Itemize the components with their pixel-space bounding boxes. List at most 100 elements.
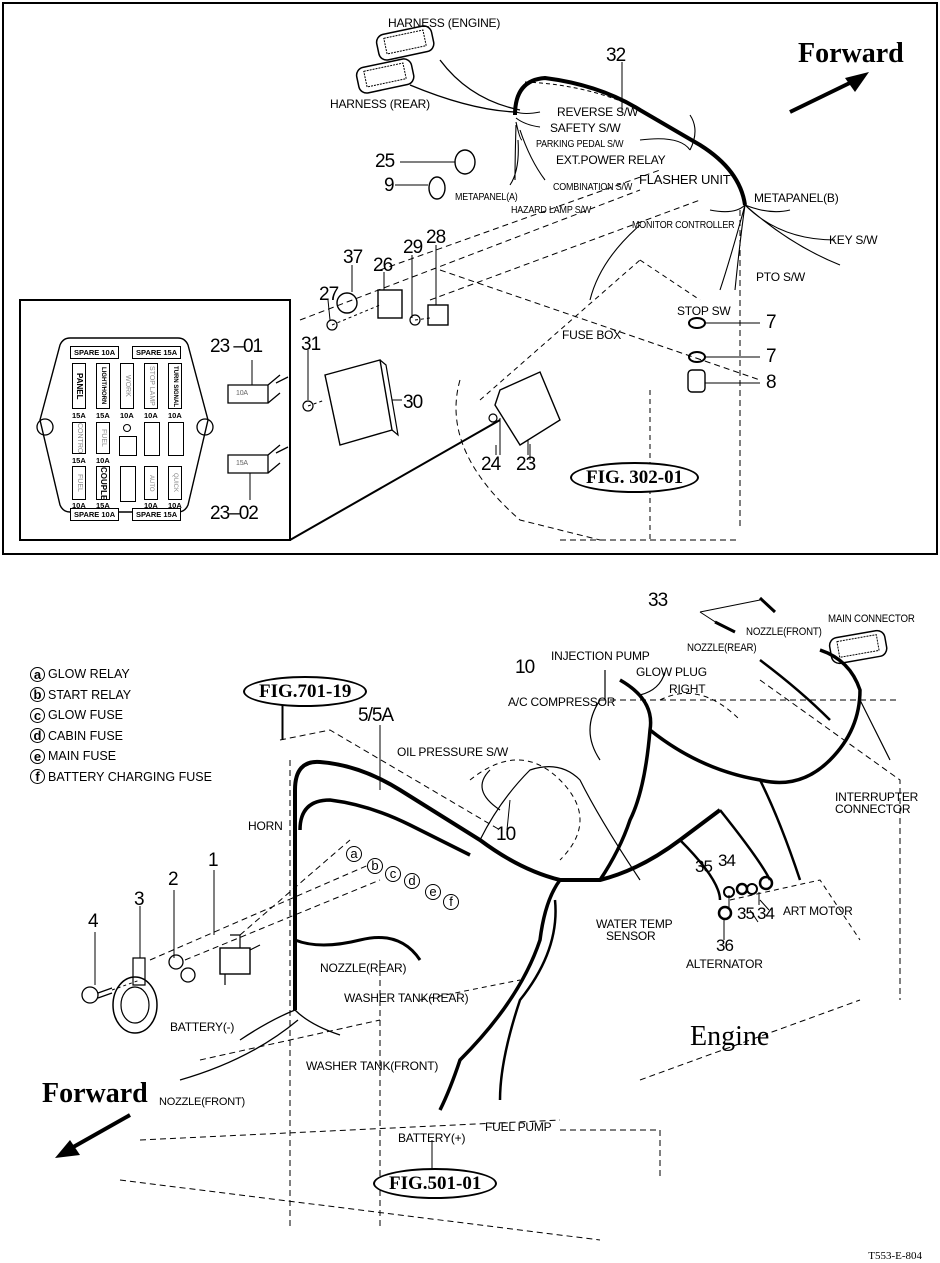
fuse-amp-controller: 15A [72,456,86,465]
part-number-25: 25 [375,151,395,172]
label-horn: HORN [248,819,283,833]
part-number-8: 8 [766,372,777,393]
label-right: RIGHT [669,682,706,696]
fuse-slot-fuel-pump: FUEL PUMP [72,466,86,500]
label-start-motor: ART MOTOR [783,904,853,918]
label-nozzle-front-top: NOZZLE(FRONT) [746,626,822,638]
label-stop-sw: STOP SW [677,304,731,318]
part-number-26: 26 [373,255,393,276]
part-number-35a: 35 [695,857,713,876]
part-number-10-top: 10 [515,657,535,678]
part-number-34a: 34 [718,851,736,870]
fuse-slot-panel: PANEL [72,363,86,409]
part-number-9: 9 [384,175,395,196]
label-monitor-controller: MONITOR CONTROLLER [632,219,735,231]
part-number-10-bottom: 10 [496,824,516,845]
fuse-spare-10a-bottom: SPARE 10A [70,508,120,521]
rail-key-b: b [367,858,383,874]
rail-key-f: f [443,894,459,910]
legend-key-f: f [30,769,45,785]
part-number-24: 24 [481,454,501,475]
label-fuse-box: FUSE BOX [562,328,622,342]
part-number-3: 3 [134,889,145,910]
legend-label: GLOW FUSE [48,708,124,723]
label-key-sw: KEY S/W [829,233,878,247]
label-battery-neg: BATTERY(-) [170,1020,235,1034]
part-number-28: 28 [426,227,446,248]
label-metapanel-b: METAPANEL(B) [754,191,839,205]
fuse-amp-stop-lamp: 10A [144,411,158,420]
rail-key-c: c [385,866,401,882]
label-reverse-sw: REVERSE S/W [557,105,639,119]
fig-ref-501-01[interactable]: FIG.501-01 [373,1168,498,1199]
label-washer-tank-front: WASHER TANK(FRONT) [306,1059,439,1073]
forward-label-bottom: Forward [42,1078,148,1109]
rail-key-e: e [425,884,441,900]
part-number-23: 23 [516,454,536,475]
fuse-amp-light-horn: 15A [96,411,110,420]
part-number-4: 4 [88,911,99,932]
fuse-amp-auto-idling: 10A [144,501,158,510]
fuse-spare-10a-top: SPARE 10A [70,346,120,359]
fuse-slot-work-light: WORK LIGHT [120,363,134,409]
fuse-amp-coupler: 15A [96,501,110,510]
fuse-23-02-rating: 15A [236,460,248,467]
fuse-box-relay-slot [119,436,137,456]
rail-key-a: a [346,846,362,862]
part-number-36: 36 [716,936,734,955]
label-fuel-pump: FUEL PUMP [485,1120,552,1134]
legend-key-c: c [30,707,45,723]
fig-ref-701-19[interactable]: FIG.701-19 [243,676,368,707]
harness-rear-connector [355,58,415,94]
label-battery-pos: BATTERY(+) [398,1131,466,1145]
label-washer-tank-rear: WASHER TANK(REAR) [344,991,469,1005]
part-number-33: 33 [648,590,668,611]
fuse-amp-fuel-pump: 10A [72,501,86,510]
label-water-temp: WATER TEMP [596,917,673,931]
fig-ref-302-01[interactable]: FIG. 302-01 [570,462,700,493]
legend-key-a: a [30,666,45,682]
part-number-27: 27 [319,284,339,305]
legend-label: BATTERY CHARGING FUSE [48,769,212,784]
fuse-slot-empty-2 [168,422,184,456]
legend-label: START RELAY [48,687,132,702]
forward-label-top: Forward [798,38,904,69]
legend-label: MAIN FUSE [48,749,117,764]
label-glow-plug: GLOW PLUG [636,665,707,679]
label-main-connector: MAIN CONNECTOR [828,613,915,625]
part-number-7a: 7 [766,312,777,333]
rail-key-d: d [404,873,420,889]
legend-key-e: e [30,748,45,764]
part-number-31: 31 [301,334,321,355]
label-alternator: ALTERNATOR [686,957,763,971]
label-injection-pump: INJECTION PUMP [551,649,650,663]
label-harness-rear: HARNESS (REAR) [330,97,430,111]
legend-label: CABIN FUSE [48,728,124,743]
fuse-slot-light-horn: LIGHT/HORN [96,363,110,409]
label-pto-sw: PTO S/W [756,270,806,284]
fuse-amp-turn-signal: 10A [168,411,182,420]
label-safety-sw: SAFETY S/W [550,121,621,135]
part-number-34b: 34 [757,904,775,923]
fuse-slot-controller: CONTROLLER [72,422,86,454]
fuse-slot-turn-signal: TURN SIGNAL [168,363,182,409]
fuse-amp-fuel-stop: 10A [96,456,110,465]
part-number-35b: 35 [737,904,755,923]
label-nozzle-rear-top: NOZZLE(REAR) [687,642,757,654]
label-sensor: SENSOR [606,929,656,943]
fuse-23-01-rating: 10A [236,390,248,397]
fuse-spare-15a-top: SPARE 15A [132,346,182,359]
fuse-box-indicator [123,424,131,432]
fuse-amp-panel: 15A [72,411,86,420]
part-number-30: 30 [403,392,423,413]
part-number-5-5a: 5/5A [358,705,394,726]
part-number-1: 1 [208,850,219,871]
engine-label: Engine [690,1021,770,1052]
